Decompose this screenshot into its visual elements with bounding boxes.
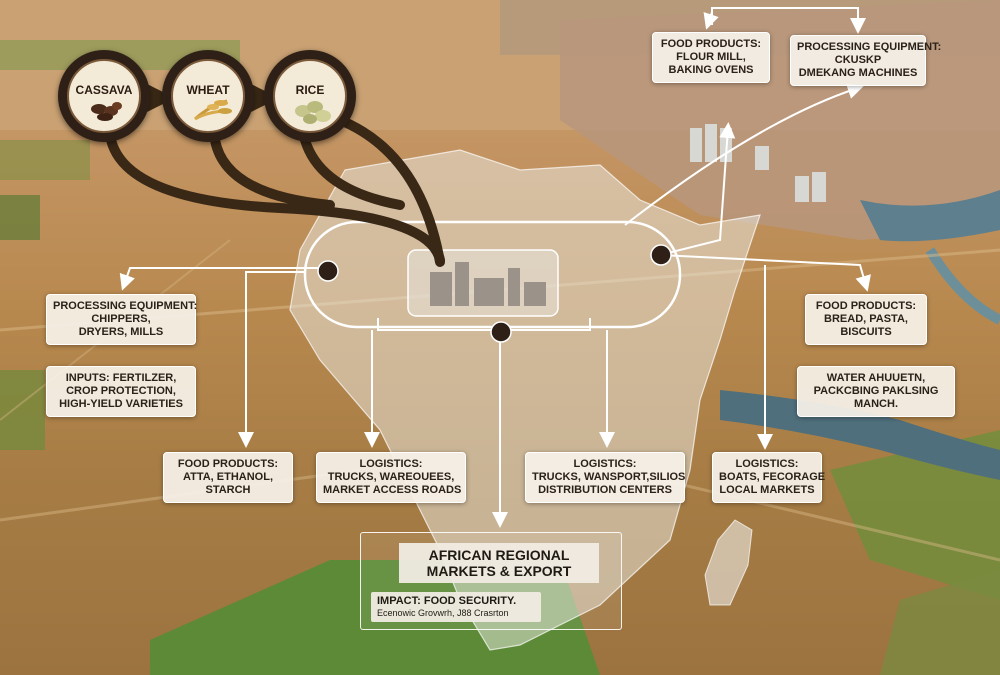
label-food-products-flour: FOOD PRODUCTS: FLOUR MILL, BAKING OVENS xyxy=(652,32,770,83)
town-area xyxy=(560,0,1000,240)
label-water-packaging: WATER AHUUETN, PACKCBING PAKLSING MANCH. xyxy=(797,366,955,417)
impact-title: IMPACT: FOOD SECURITY. xyxy=(377,595,517,607)
label-logistics-roads: LOGISTICS: TRUCKS, WAREOUEES, MARKET ACC… xyxy=(316,452,466,503)
crop-node-inner: WHEAT xyxy=(171,59,245,133)
river xyxy=(720,390,1000,480)
label-logistics-distribution: LOGISTICS: TRUCKS, WANSPORT,SILIOS DISTR… xyxy=(525,452,685,503)
green-field xyxy=(0,370,45,450)
wheat-stalks-icon xyxy=(194,99,232,121)
impact-box: IMPACT: FOOD SECURITY. Ecenowic Grovwrh,… xyxy=(371,592,541,622)
regional-markets-title: AFRICAN REGIONAL MARKETS & EXPORT xyxy=(399,543,599,583)
label-processing-equipment-left: PROCESSING EQUIPMENT: CHIPPERS, DRYERS, … xyxy=(46,294,197,345)
label-food-products-atta: FOOD PRODUCTS: ATTA, ETHANOL, STARCH xyxy=(163,452,293,503)
crop-node-inner: CASSAVA xyxy=(67,59,141,133)
label-processing-equipment-top: PROCESSING EQUIPMENT: CKUSKP DMEKANG MAC… xyxy=(790,35,941,86)
label-inputs: INPUTS: FERTILZER, CROP PROTECTION, HIGH… xyxy=(46,366,196,417)
crop-label-wheat: WHEAT xyxy=(186,83,230,97)
river-branch xyxy=(925,247,1000,325)
green-field xyxy=(0,195,40,240)
cassava-roots-icon xyxy=(91,102,122,121)
crop-node-rice: RICE xyxy=(264,50,356,142)
rice-grains-icon xyxy=(295,101,331,124)
label-food-products-bread: FOOD PRODUCTS: BREAD, PASTA, BISCUITS xyxy=(805,294,927,345)
crop-label-rice: RICE xyxy=(295,83,325,97)
green-field xyxy=(0,140,90,180)
green-field xyxy=(830,430,1000,600)
crop-node-cassava: CASSAVA xyxy=(58,50,150,142)
label-logistics-boats: LOGISTICS: BOATS, FECORAGE LOCAL MARKETS xyxy=(712,452,825,503)
crop-node-inner: RICE xyxy=(273,59,347,133)
regional-markets-box: AFRICAN REGIONAL MARKETS & EXPORT xyxy=(360,532,622,630)
crop-label-cassava: CASSAVA xyxy=(75,83,133,97)
river xyxy=(860,190,1000,242)
crop-node-wheat: WHEAT xyxy=(162,50,254,142)
impact-subtitle: Ecenowic Grovwrh, J88 Crasrton xyxy=(377,608,509,618)
green-field xyxy=(880,570,1000,675)
